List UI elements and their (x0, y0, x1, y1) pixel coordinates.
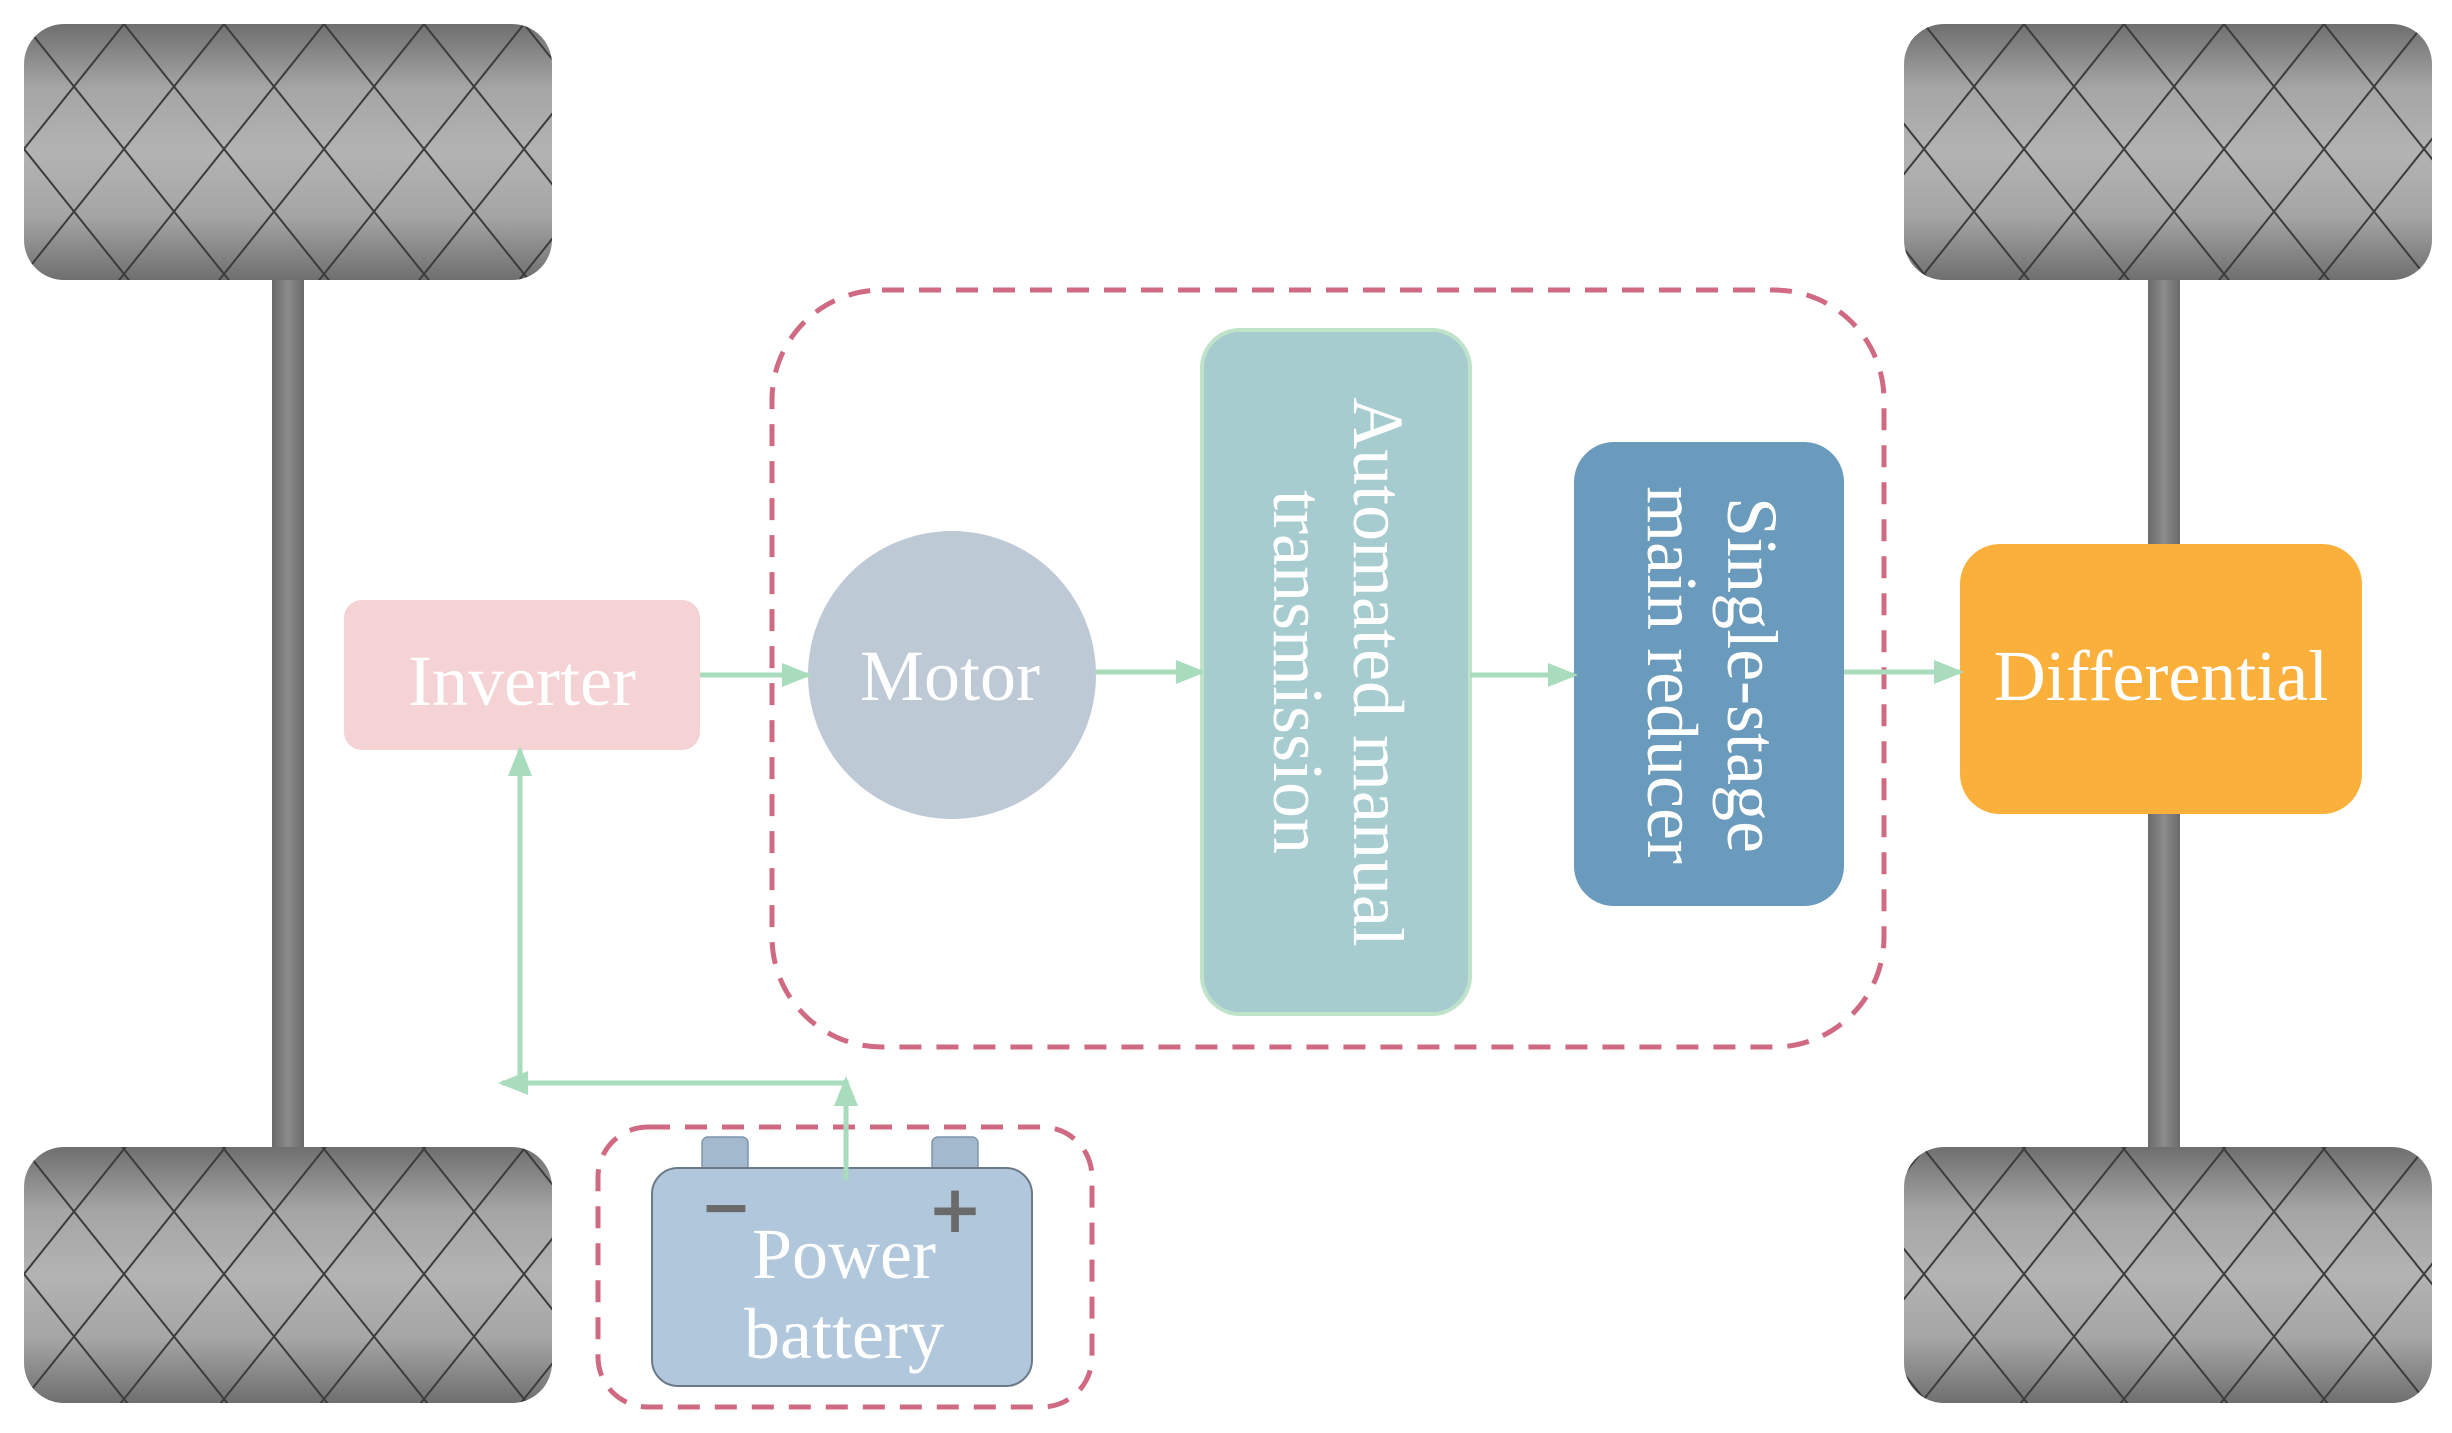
amt-label-line1: Automated manual (1338, 397, 1418, 947)
motor-label: Motor (860, 636, 1040, 716)
differential-label: Differential (1994, 636, 2329, 716)
power-battery: − + Power battery (651, 1136, 1033, 1387)
reducer-box (1574, 442, 1844, 906)
left-axle (272, 270, 304, 1170)
tire-front-left (24, 24, 552, 280)
battery-terminal-negative (701, 1136, 749, 1172)
inverter-label: Inverter (408, 641, 636, 721)
inverter-box (344, 600, 700, 750)
battery-minus-sign: − (700, 1170, 752, 1243)
amt-label-line2: transmission (1258, 490, 1338, 854)
battery-label-line2: battery (744, 1294, 944, 1374)
motor-circle (808, 531, 1096, 819)
reducer-label-line1: Single-stage (1712, 497, 1792, 853)
battery-terminal-positive (931, 1136, 979, 1172)
battery-plus-sign: + (927, 1171, 982, 1248)
tire-front-right (1904, 24, 2432, 280)
tire-rear-right (1904, 1147, 2432, 1403)
electric-drive-group-border (769, 287, 1887, 1050)
tire-rear-left (24, 1147, 552, 1403)
differential-box (1960, 544, 2362, 814)
reducer-label-line2: main reducer (1632, 486, 1712, 864)
battery-label-line1: Power (752, 1214, 936, 1294)
battery-body (651, 1167, 1033, 1387)
